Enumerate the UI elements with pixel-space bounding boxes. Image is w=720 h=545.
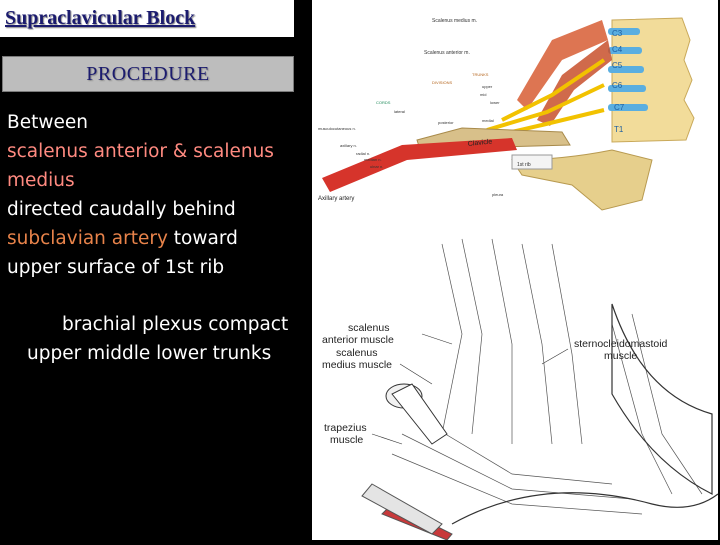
leader-lines [371, 333, 569, 445]
vertebra-t1: T1 [614, 125, 624, 134]
axillary-artery-shape [322, 138, 517, 192]
vertebra-c3: C3 [612, 29, 623, 38]
label-sternocleidomastoid-l1: sternocleidomastoid [574, 338, 668, 350]
body-line-1: Between [7, 112, 88, 133]
label-scalenus-anterior: Scalenus anterior m. [424, 50, 470, 56]
label-sternocleidomastoid-l2: muscle [604, 350, 637, 362]
label-scalenus-medius-l2: medius muscle [322, 359, 392, 371]
body-line-7: brachial plexus compact [62, 314, 289, 335]
brachial-plexus-illustration: C3 C4 C5 C6 C7 T1 Scalenus medius m. Sca… [318, 17, 695, 211]
label-medial: medial [482, 118, 494, 123]
first-rib-tag [511, 154, 553, 170]
vertebra-c4: C4 [612, 45, 623, 54]
label-lower: lower [490, 100, 500, 105]
label-trapezius-l1: trapezius [324, 422, 367, 434]
scalenus-anterior-shape [517, 20, 608, 110]
label-scalenus-anterior-l2: anterior muscle [322, 334, 394, 346]
section-heading-box: PROCEDURE [2, 56, 294, 92]
label-axillary-artery: Axillary artery [318, 196, 354, 202]
retracted-muscle [391, 383, 448, 445]
label-upper: upper [482, 84, 493, 89]
scalenus-medius-shape [537, 40, 612, 126]
label-median: median n. [364, 157, 382, 162]
vertebral-column [608, 17, 695, 143]
label-axillary-nerve: axillary n. [340, 143, 357, 148]
label-scalenus-medius: Scalenus medius m. [432, 18, 477, 24]
label-clavicle: Clavicle [467, 138, 492, 148]
brachial-plexus-figure: C3 C4 C5 C6 C7 T1 Scalenus medius m. Sca… [312, 0, 718, 234]
body-line-3: medius [7, 170, 75, 191]
label-divisions: DIVISIONS [432, 80, 453, 85]
neck-muscles-illustration: scalenus anterior muscle scalenus medius… [322, 238, 719, 541]
clavicle-outline [451, 492, 719, 525]
label-ulnar: ulnar n. [370, 164, 383, 169]
body-text: Between scalenus anterior & scalenus med… [7, 108, 307, 282]
label-scalenus-anterior-l1: scalenus [348, 322, 389, 334]
label-first-rib: 1st rib [517, 162, 531, 168]
label-middle: mid [480, 92, 486, 97]
label-cords: CORDS [376, 100, 391, 105]
body-line-6: upper surface of 1st rib [7, 257, 225, 278]
vertebra-c6: C6 [612, 81, 623, 90]
label-trapezius-l2: muscle [330, 434, 363, 446]
label-scalenus-medius-l1: scalenus [336, 347, 377, 359]
body-line-4: directed caudally behind [7, 199, 236, 220]
sternocleidomastoid-outline [611, 303, 713, 495]
label-lateral: lateral [394, 109, 405, 114]
body-line-8: upper middle lower trunks [27, 343, 272, 364]
label-radial: radial n. [356, 151, 370, 156]
body-line-5: subclavian artery toward [7, 224, 307, 253]
label-trunks: TRUNKS [472, 72, 489, 77]
label-pleura: pleura [492, 192, 504, 197]
vertebra-c5: C5 [612, 61, 623, 70]
title-box: Supraclavicular Block [0, 0, 294, 37]
label-musculocutaneous: musculocutaneous n. [318, 126, 356, 131]
nerve-bundle [361, 483, 443, 535]
label-posterior: posterior [438, 120, 454, 125]
body-line-2: scalenus anterior & scalenus [7, 141, 274, 162]
slide-title[interactable]: Supraclavicular Block [5, 7, 196, 29]
muscle-hatching [391, 238, 703, 515]
neck-muscles-figure: scalenus anterior muscle scalenus medius… [312, 234, 719, 541]
body-line-5-rest: toward [167, 228, 238, 249]
vertebra-c7: C7 [614, 103, 625, 112]
section-heading: PROCEDURE [86, 63, 210, 85]
subclavian-artery-highlight: subclavian artery [7, 228, 168, 249]
